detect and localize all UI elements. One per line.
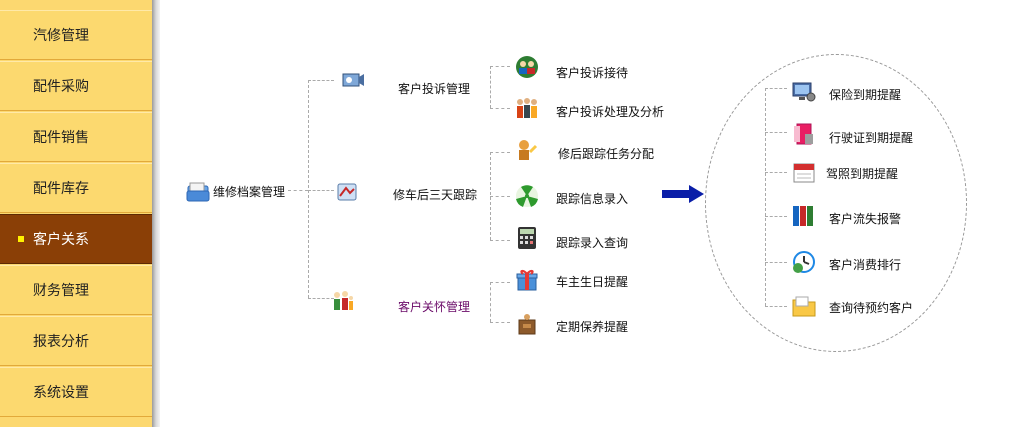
sidebar-item-parts-sales[interactable]: 配件销售 [0, 112, 152, 162]
folder-search-icon [792, 296, 816, 317]
sidebar-item-parts-purchase[interactable]: 配件采购 [0, 61, 152, 111]
sidebar: 汽修管理 配件采购 配件销售 配件库存 客户关系 财务管理 报表分析 系统设置 [0, 0, 155, 427]
link-customer-churn-alert[interactable]: 客户流失报警 [829, 212, 902, 226]
link-birthday-reminder[interactable]: 车主生日提醒 [556, 275, 629, 289]
tracking-tools-icon [337, 183, 357, 201]
sidebar-item-settings[interactable]: 系统设置 [0, 367, 152, 417]
connector [308, 80, 334, 81]
connector [490, 282, 491, 322]
sidebar-item-label: 配件采购 [33, 79, 89, 95]
link-vehicle-license-expiry[interactable]: 行驶证到期提醒 [829, 131, 914, 145]
connector [765, 172, 787, 173]
sidebar-item-finance[interactable]: 财务管理 [0, 265, 152, 315]
link-driver-license-expiry[interactable]: 驾照到期提醒 [826, 167, 899, 181]
calculator-icon [518, 227, 536, 249]
group-icon [517, 98, 537, 118]
connector [308, 298, 334, 299]
link-complaint-reception[interactable]: 客户投诉接待 [556, 66, 629, 80]
link-pending-appointment-query[interactable]: 查询待预约客户 [829, 301, 914, 315]
connector [765, 306, 787, 307]
complaint-camera-icon [342, 73, 364, 87]
connector [490, 66, 510, 67]
sidebar-item-label: 报表分析 [33, 334, 89, 350]
sidebar-item-parts-inventory[interactable]: 配件库存 [0, 163, 152, 213]
radiation-icon [516, 185, 538, 207]
connector [490, 152, 510, 153]
link-insurance-expiry[interactable]: 保险到期提醒 [829, 88, 902, 102]
connector [490, 108, 510, 109]
link-task-assignment[interactable]: 修后跟踪任务分配 [558, 147, 655, 161]
link-maintenance-reminder[interactable]: 定期保养提醒 [556, 320, 629, 334]
archive-folder-icon [186, 182, 210, 202]
sidebar-item-customer-relations[interactable]: 客户关系 [0, 214, 152, 264]
sidebar-item-label: 客户关系 [33, 232, 89, 248]
family-icon [334, 291, 353, 310]
link-tracking-query[interactable]: 跟踪录入查询 [556, 236, 629, 250]
sidebar-divider [152, 0, 160, 427]
sidebar-item-reports[interactable]: 报表分析 [0, 316, 152, 366]
sidebar-item-label: 系统设置 [33, 385, 89, 401]
arrow-right-icon [662, 185, 704, 203]
gift-icon [516, 270, 538, 291]
connector [765, 88, 787, 89]
link-complaint-handling[interactable]: 客户投诉处理及分析 [556, 105, 665, 119]
connector [765, 88, 766, 306]
connector [490, 196, 510, 197]
computer-gear-icon [792, 82, 816, 102]
maintenance-box-icon [518, 314, 536, 335]
connector [765, 262, 787, 263]
sidebar-item-label: 汽修管理 [33, 28, 89, 44]
sidebar-item-label: 配件销售 [33, 130, 89, 146]
people-icon [516, 56, 538, 78]
branch-complaint-management[interactable]: 客户投诉管理 [398, 82, 471, 96]
connector [490, 322, 510, 323]
branch-customer-care[interactable]: 客户关怀管理 [398, 300, 471, 314]
connector [308, 190, 334, 191]
reminder-panel [705, 54, 967, 352]
connector [490, 240, 510, 241]
sidebar-item-label: 财务管理 [33, 283, 89, 299]
connector [288, 190, 308, 191]
calendar-icon [793, 163, 815, 183]
connector [765, 216, 787, 217]
task-assign-icon [519, 140, 538, 160]
active-bullet-icon [18, 236, 24, 242]
connector [765, 132, 787, 133]
branch-three-day-followup[interactable]: 修车后三天跟踪 [393, 188, 478, 202]
connector [490, 66, 491, 108]
link-customer-spending-rank[interactable]: 客户消费排行 [829, 258, 902, 272]
sidebar-item-repair[interactable]: 汽修管理 [0, 10, 152, 60]
license-binder-icon [794, 123, 813, 145]
link-tracking-entry[interactable]: 跟踪信息录入 [556, 192, 629, 206]
root-node-repair-archive[interactable]: 维修档案管理 [213, 185, 286, 199]
connector [490, 282, 510, 283]
binders-icon [793, 206, 813, 226]
connector [308, 80, 309, 298]
clock-money-icon [793, 251, 815, 273]
sidebar-item-label: 配件库存 [33, 181, 89, 197]
